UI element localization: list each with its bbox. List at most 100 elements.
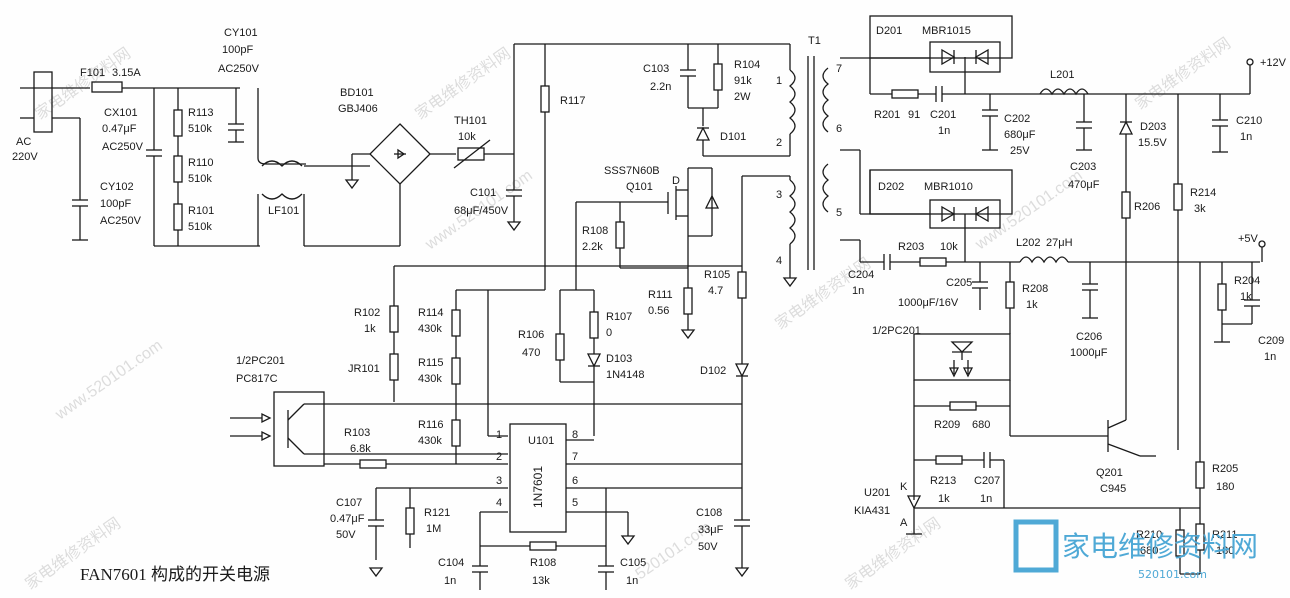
svg-text:1k: 1k [938,493,950,505]
svg-text:3.15A: 3.15A [112,67,141,79]
svg-text:R108: R108 [530,557,556,569]
svg-text:680: 680 [1140,545,1158,557]
svg-text:50V: 50V [698,541,718,553]
svg-text:C105: C105 [620,557,646,569]
svg-text:8: 8 [572,429,578,441]
svg-text:C945: C945 [1100,483,1126,495]
svg-text:1N7601: 1N7601 [531,466,545,508]
transistor-q201: Q201 C945 [1010,419,1156,495]
svg-text:1n: 1n [1264,351,1276,363]
thermistor-th101: TH101 10k [453,115,514,169]
svg-text:D101: D101 [720,131,746,143]
svg-text:0.47μF: 0.47μF [102,123,137,135]
svg-text:R113: R113 [188,107,213,119]
svg-text:7: 7 [836,63,842,75]
svg-text:430k: 430k [418,435,442,447]
timing-c104-r108-c105: C104 1n R108 13k C105 1n [438,488,646,590]
svg-text:R102: R102 [354,307,380,319]
svg-text:1n: 1n [626,575,638,587]
svg-text:1n: 1n [980,493,992,505]
capacitor-cy101: CY101 100pF AC250V [218,27,260,143]
svg-text:R111: R111 [648,289,673,301]
svg-text:R104: R104 [734,59,760,71]
svg-text:3: 3 [496,475,502,487]
svg-text:100pF: 100pF [100,198,131,210]
resistor-r108: R108 2.2k [582,202,688,269]
svg-text:BD101: BD101 [340,87,374,99]
svg-text:R105: R105 [704,269,730,281]
svg-text:1: 1 [776,75,782,87]
optocoupler-pc201-secondary: 1/2PC201 R209 680 [872,325,1011,436]
capacitor-c107-r121: C107 0.47μF 50V R121 1M [330,487,450,578]
resistor-r111: R111 0.56 [648,236,696,340]
zener-d203-r206: D203 15.5V R206 [1118,94,1167,420]
svg-text:K: K [900,481,908,493]
svg-text:AC250V: AC250V [102,141,144,153]
svg-text:A: A [900,517,908,529]
svg-text:D203: D203 [1140,121,1166,133]
svg-text:R206: R206 [1134,201,1160,213]
svg-text:680μF: 680μF [1004,129,1036,141]
watermark-url: www.520101.com [52,337,166,424]
capacitor-c101: C101 68μF/450V [454,44,522,232]
svg-text:1N4148: 1N4148 [606,369,645,381]
svg-text:50V: 50V [336,529,356,541]
divider-r205-r211: R205 180 R210 680 R211 180 [1136,262,1238,575]
optocoupler-pc201-primary: 1/2PC201 PC817C [230,355,742,467]
rectifier-d202: D202 MBR1010 [840,149,1013,262]
svg-text:91k: 91k [734,75,752,87]
svg-text:R103: R103 [344,427,370,439]
svg-text:1n: 1n [852,285,864,297]
controller-u101: U101 1N7601 1 2 3 4 8 7 6 5 [410,423,742,546]
svg-text:C108: C108 [696,507,722,519]
svg-text:U201: U201 [864,487,890,499]
capacitor-c205: C205 1000μF/16V [898,262,988,310]
svg-text:10k: 10k [458,131,476,143]
svg-text:R209: R209 [934,419,960,431]
site-logo: 家电维修资料网 520101.com [1013,519,1258,581]
svg-text:D202: D202 [878,181,904,193]
svg-text:68μF/450V: 68μF/450V [454,205,509,217]
svg-text:2.2k: 2.2k [582,241,603,253]
svg-text:0: 0 [606,327,612,339]
svg-text:5: 5 [572,497,578,509]
svg-text:Q101: Q101 [626,181,653,193]
svg-text:100pF: 100pF [222,44,253,56]
svg-text:R106: R106 [518,329,544,341]
svg-text:KIA431: KIA431 [854,505,890,517]
svg-text:1n: 1n [938,125,950,137]
svg-text:T1: T1 [808,35,821,47]
svg-text:430k: 430k [418,323,442,335]
svg-text:1/2PC201: 1/2PC201 [872,325,921,337]
watermark-text: 家电维修资料网 [1132,34,1234,113]
svg-text:1k: 1k [1240,291,1252,303]
svg-text:R214: R214 [1190,187,1216,199]
svg-text:C206: C206 [1076,331,1102,343]
svg-text:C104: C104 [438,557,464,569]
snubber-r201-c201: R201 91 C201 1n [870,86,1214,137]
svg-text:R107: R107 [606,311,632,323]
output-12v-label: +12V [1260,57,1287,69]
svg-text:1: 1 [496,429,502,441]
svg-text:6: 6 [836,123,842,135]
svg-text:15.5V: 15.5V [1138,137,1167,149]
svg-text:R114: R114 [418,307,443,319]
gate-drive-r106-r107-d103: R106 470 R107 0 D103 1N4148 [487,289,645,437]
svg-text:SSS7N60B: SSS7N60B [604,165,660,177]
ac-label: AC [16,136,31,148]
rectifier-d201: D201 MBR1015 [840,15,1013,94]
ac-connector [33,71,53,133]
output-12v: +12V C210 1n [1212,57,1287,153]
svg-text:33μF: 33μF [698,524,724,536]
svg-text:470μF: 470μF [1068,179,1100,191]
svg-text:R203: R203 [898,241,924,253]
resistor-r208: R208 1k [1005,262,1048,334]
svg-text:510k: 510k [188,173,212,185]
svg-text:R116: R116 [418,419,443,431]
svg-text:7: 7 [572,451,578,463]
svg-text:C209: C209 [1258,335,1284,347]
svg-text:R101: R101 [188,205,214,217]
svg-text:Q201: Q201 [1096,467,1123,479]
svg-text:C202: C202 [1004,113,1030,125]
